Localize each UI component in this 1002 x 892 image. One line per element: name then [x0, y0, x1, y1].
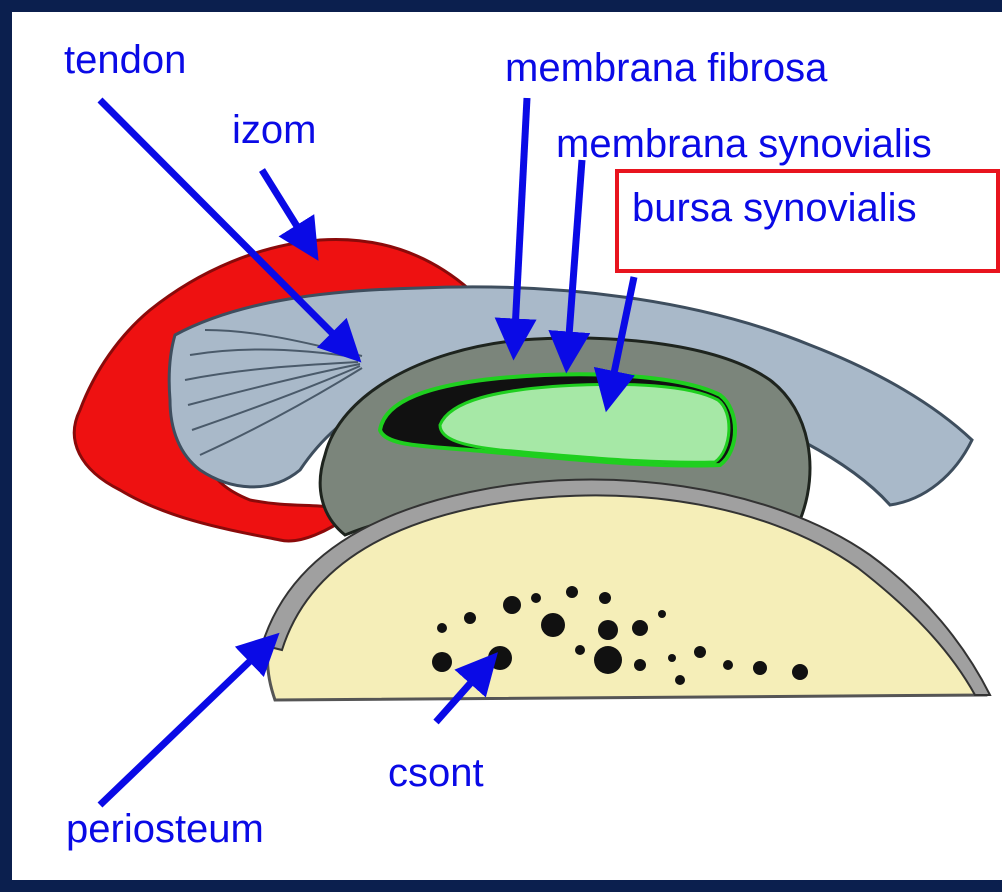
diagram-canvas: tendon izom membrana fibrosa membrana sy… — [12, 12, 1002, 880]
label-tendon: tendon — [64, 40, 186, 80]
label-csont: csont — [388, 753, 484, 793]
label-membrana-synovialis: membrana synovialis — [556, 124, 932, 164]
label-membrana-fibrosa: membrana fibrosa — [505, 48, 827, 88]
izom-arrow — [262, 170, 313, 252]
label-periosteum: periosteum — [66, 809, 264, 849]
periosteum-arrow — [100, 640, 272, 805]
label-bursa-synovialis: bursa synovialis — [632, 188, 917, 228]
label-izom: izom — [232, 110, 316, 150]
